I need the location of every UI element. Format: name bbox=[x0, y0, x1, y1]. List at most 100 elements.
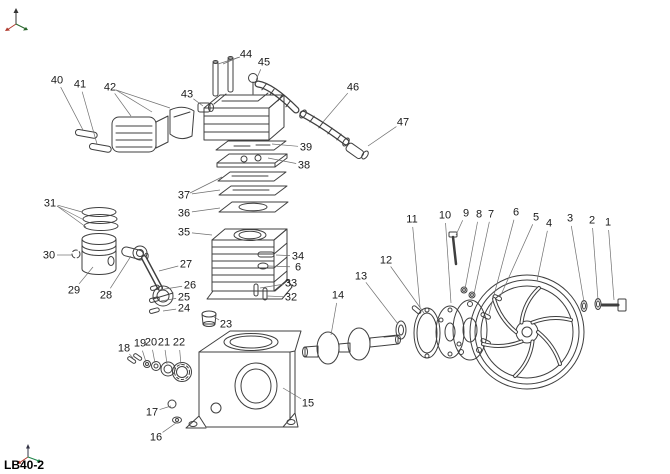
leader-line bbox=[390, 266, 425, 314]
leader-line bbox=[455, 220, 464, 236]
part-number-14: 14 bbox=[332, 290, 344, 302]
leader-line bbox=[158, 285, 183, 291]
leader-line bbox=[129, 353, 134, 359]
leader-line bbox=[115, 89, 171, 109]
leader-line bbox=[222, 56, 239, 65]
bearing-cover bbox=[435, 305, 465, 359]
leader-line bbox=[159, 405, 172, 410]
leader-line bbox=[160, 298, 177, 302]
part-number-35: 35 bbox=[178, 227, 190, 239]
part-number-19: 19 bbox=[134, 338, 146, 350]
part-number-1: 1 bbox=[605, 217, 611, 229]
leader-line bbox=[162, 308, 177, 312]
leader-line bbox=[488, 219, 515, 315]
leader-line bbox=[412, 226, 421, 308]
leader-line bbox=[191, 207, 221, 213]
seal-bearing-set bbox=[127, 353, 192, 382]
part-number-10: 10 bbox=[439, 210, 451, 222]
bracket-bolt-washers bbox=[448, 231, 476, 299]
part-number-33: 33 bbox=[285, 278, 297, 290]
part-number-30: 30 bbox=[43, 250, 55, 262]
part-number-8: 8 bbox=[476, 209, 482, 221]
part-number-32: 32 bbox=[285, 292, 297, 304]
part-number-16: 16 bbox=[150, 432, 162, 444]
part-number-12: 12 bbox=[380, 255, 392, 267]
part-number-31: 31 bbox=[44, 198, 56, 210]
leader-line bbox=[282, 387, 302, 400]
leader-line bbox=[445, 222, 452, 304]
crankcase bbox=[185, 330, 302, 429]
leader-line bbox=[110, 255, 132, 289]
part-number-9: 9 bbox=[463, 208, 469, 220]
leader-line bbox=[592, 227, 599, 301]
head-gasket bbox=[215, 140, 287, 151]
part-number-18: 18 bbox=[118, 343, 130, 355]
leader-line bbox=[158, 265, 179, 272]
bearing-bracket bbox=[452, 299, 488, 361]
leader-line bbox=[57, 204, 83, 213]
part-number-2: 2 bbox=[589, 215, 595, 227]
leader-line bbox=[365, 282, 399, 325]
part-number-17: 17 bbox=[146, 407, 158, 419]
leader-line bbox=[60, 86, 84, 131]
leader-line bbox=[255, 69, 262, 81]
part-number-26: 26 bbox=[184, 280, 196, 292]
leader-line bbox=[322, 92, 349, 123]
leader-line bbox=[189, 176, 223, 194]
part-number-37: 37 bbox=[178, 190, 190, 202]
part-number-34: 34 bbox=[292, 251, 304, 263]
leader-line bbox=[114, 93, 132, 117]
filter-bolts bbox=[74, 128, 112, 153]
part-number-36: 36 bbox=[178, 208, 190, 220]
axis-indicator-icon bbox=[17, 444, 41, 464]
part-number-42: 42 bbox=[104, 82, 116, 94]
leader-line bbox=[78, 266, 94, 285]
leader-line bbox=[164, 349, 168, 365]
cylinder-gasket bbox=[218, 201, 289, 213]
leader-line bbox=[570, 225, 585, 303]
part-number-44: 44 bbox=[240, 49, 252, 61]
leader-line bbox=[56, 205, 85, 221]
part-number-6: 6 bbox=[295, 262, 301, 274]
leader-line bbox=[56, 205, 87, 228]
part-number-46: 46 bbox=[347, 82, 359, 94]
leader-line bbox=[499, 224, 534, 298]
leader-line bbox=[464, 221, 478, 290]
flywheel-bolt-washers bbox=[580, 298, 627, 312]
leader-line bbox=[191, 189, 221, 195]
model-label: LB40-2 bbox=[4, 458, 44, 472]
part-number-25: 25 bbox=[178, 292, 190, 304]
leader-line bbox=[367, 126, 397, 147]
elbow-fitting bbox=[345, 142, 369, 160]
part-number-20: 20 bbox=[145, 337, 157, 349]
leader-line bbox=[267, 157, 297, 164]
cover-gasket bbox=[413, 307, 441, 359]
part-number-43: 43 bbox=[181, 89, 193, 101]
leader-line bbox=[473, 221, 490, 295]
part-number-15: 15 bbox=[302, 398, 314, 410]
part-number-38: 38 bbox=[298, 160, 310, 172]
part-number-22: 22 bbox=[173, 337, 185, 349]
part-number-28: 28 bbox=[100, 290, 112, 302]
leader-line bbox=[142, 350, 147, 363]
air-filter bbox=[111, 106, 195, 153]
part-number-23: 23 bbox=[220, 319, 232, 331]
part-number-6: 6 bbox=[513, 207, 519, 219]
leader-line bbox=[608, 229, 615, 301]
valve-gaskets bbox=[217, 171, 288, 196]
rod-cap-bolts bbox=[148, 284, 160, 314]
part-number-29: 29 bbox=[68, 285, 80, 297]
leader-line bbox=[267, 265, 291, 268]
connecting-rod bbox=[132, 245, 174, 307]
breather-plug bbox=[201, 310, 217, 327]
cylinder bbox=[206, 228, 293, 300]
part-number-24: 24 bbox=[178, 303, 190, 315]
part-number-13: 13 bbox=[355, 271, 367, 283]
flywheel bbox=[469, 274, 585, 390]
leader-line bbox=[81, 91, 98, 145]
leader-line bbox=[259, 283, 284, 289]
part-number-4: 4 bbox=[546, 218, 552, 230]
